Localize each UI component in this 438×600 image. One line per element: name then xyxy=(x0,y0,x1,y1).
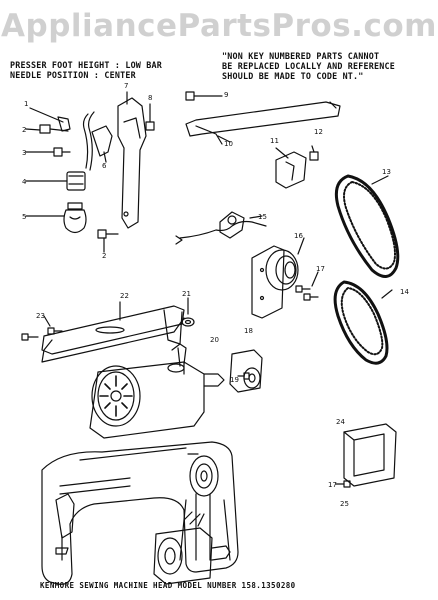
part-2-screw-upper xyxy=(25,124,69,134)
model-number-caption: KENMORE SEWING MACHINE HEAD MODEL NUMBER… xyxy=(40,581,296,590)
callout-number: 19 xyxy=(230,376,239,384)
callout-number: 20 xyxy=(210,336,219,344)
part-20-motor xyxy=(89,343,225,439)
part-21-screw xyxy=(181,297,195,327)
callout-number: 1 xyxy=(24,100,28,108)
callout-number: 5 xyxy=(22,213,26,221)
callout-number: 22 xyxy=(120,292,129,300)
part-11-bracket xyxy=(275,147,307,189)
callout-number: 17 xyxy=(328,481,337,489)
callout-number: 23 xyxy=(36,312,45,320)
part-7-lamp-housing xyxy=(117,91,147,229)
parts-notice-line-2: BE REPLACED LOCALLY AND REFERENCE xyxy=(222,61,395,71)
machine-head-casting xyxy=(41,441,239,585)
part-1-screw xyxy=(29,107,71,132)
part-9-screw xyxy=(185,91,223,101)
callout-number: 3 xyxy=(22,149,26,157)
callout-number: 9 xyxy=(224,91,228,99)
part-13-belt xyxy=(334,174,400,278)
needle-bar-assembly xyxy=(55,493,75,561)
callout-number: 16 xyxy=(294,232,303,240)
callout-number: 6 xyxy=(102,162,107,170)
needle-position-note: NEEDLE POSITION : CENTER xyxy=(10,70,136,80)
callout-number: 2 xyxy=(22,126,26,134)
callout-number: 7 xyxy=(124,82,128,90)
part-19-set-screw xyxy=(237,372,250,380)
callout-number: 2 xyxy=(102,252,106,260)
bottom-motor xyxy=(153,511,231,585)
callout-number: 12 xyxy=(314,128,323,136)
part-10-rod xyxy=(185,101,341,145)
callout-number: 11 xyxy=(270,137,279,145)
presser-foot-note: PRESSER FOOT HEIGHT : LOW BAR xyxy=(10,60,163,70)
callout-number: 10 xyxy=(224,140,233,148)
part-6-bracket xyxy=(91,125,113,163)
part-17-screws-upper xyxy=(295,271,319,301)
callout-number: 4 xyxy=(22,178,27,186)
part-22-motor-bracket xyxy=(41,301,185,363)
part-14-belt xyxy=(333,280,393,365)
part-23-screws xyxy=(21,315,63,341)
part-5-light-bulb xyxy=(25,202,87,234)
part-4-lamp-socket xyxy=(25,111,95,191)
part-3-screw xyxy=(25,147,71,157)
part-15-switch xyxy=(175,211,267,245)
watermark: AppliancePartsPros.com xyxy=(1,8,437,44)
callout-number: 18 xyxy=(244,327,253,335)
callout-number: 21 xyxy=(182,290,191,298)
callout-number: 24 xyxy=(336,418,345,426)
part-2-screw-lower xyxy=(97,229,119,253)
callout-number: 25 xyxy=(340,500,349,508)
part-12-screw xyxy=(309,145,319,161)
part-24-cover xyxy=(343,423,397,487)
part-8-screw xyxy=(145,103,155,131)
part-16-motor-pulley xyxy=(251,237,305,319)
setting-notes: PRESSER FOOT HEIGHT : LOW BAR NEEDLE POS… xyxy=(10,60,162,80)
callout-number: 15 xyxy=(258,213,267,221)
callout-number: 13 xyxy=(382,168,391,176)
part-18-pulley-assembly xyxy=(229,349,263,393)
callout-number: 17 xyxy=(316,265,325,273)
parts-notice: "NON KEY NUMBERED PARTS CANNOT BE REPLAC… xyxy=(222,51,395,81)
machine-handwheel xyxy=(179,455,231,561)
callout-number: 14 xyxy=(400,288,409,296)
parts-notice-line-3: SHOULD BE MADE TO CODE NT." xyxy=(222,71,364,81)
callout-number: 8 xyxy=(148,94,152,102)
part-17-screw-lower xyxy=(335,480,351,488)
parts-notice-line-1: "NON KEY NUMBERED PARTS CANNOT xyxy=(222,51,380,61)
